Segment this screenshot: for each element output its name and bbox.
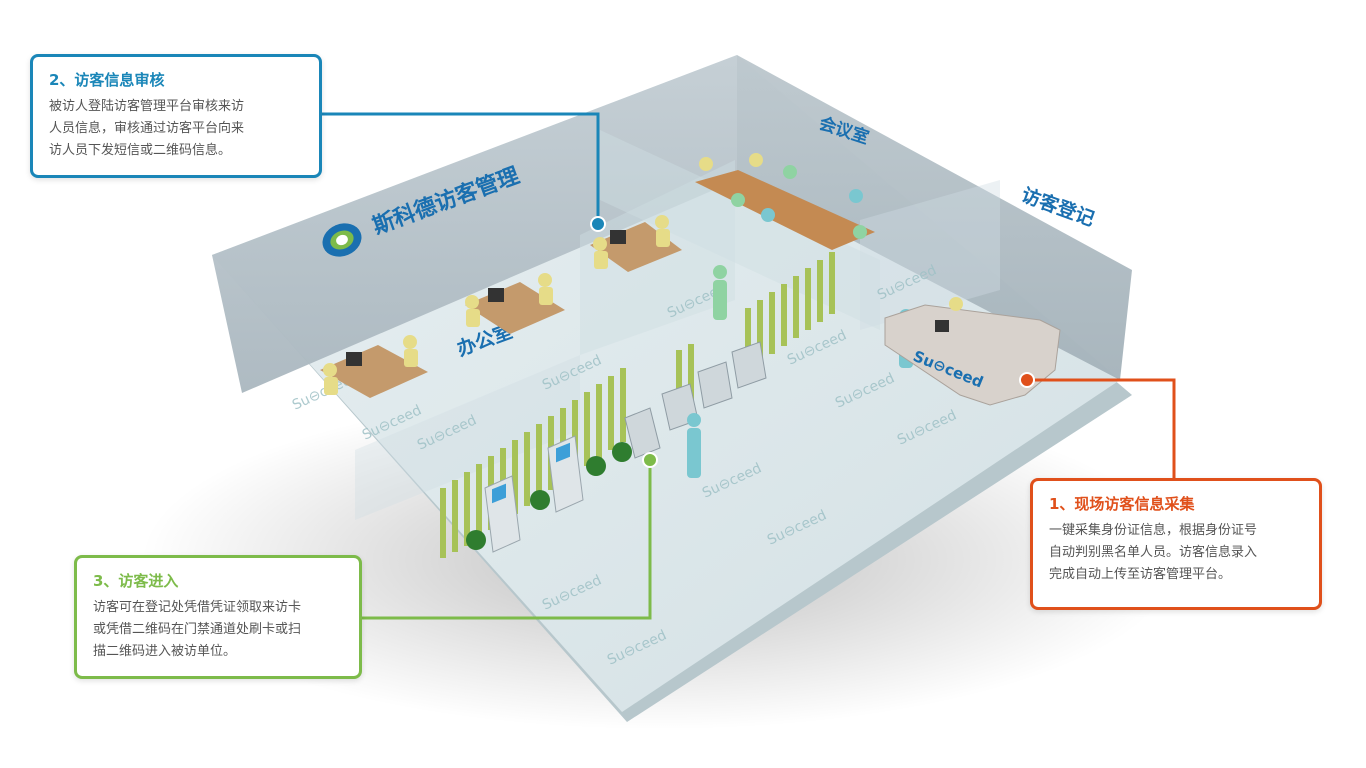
person-icon [761,208,775,222]
office-desk [320,335,428,398]
glass-partition-reg [860,180,1000,330]
callout-line: 完成自动上传至访客管理平台。 [1049,567,1232,582]
callout-enter-body: 访客可在登记处凭借凭证领取来访卡 或凭借二维码在门禁通道处刷卡或扫 描二维码进入… [93,597,343,663]
callout-line: 一键采集身份证信息，根据身份证号 [1049,523,1258,538]
person-icon [853,225,867,239]
connector-dot-audit [590,216,606,232]
callout-line: 被访人登陆访客管理平台审核来访 [49,99,245,114]
kiosk-icon [484,475,521,553]
bamboo-partition-back [676,252,835,410]
person-icon [593,237,607,251]
callout-enter: 3、访客进入 访客可在登记处凭借凭证领取来访卡 或凭借二维码在门禁通道处刷卡或扫… [74,555,362,679]
callout-collect-body: 一键采集身份证信息，根据身份证号 自动判别黑名单人员。访客信息录入 完成自动上传… [1049,520,1303,586]
connector-collect [1027,378,1176,478]
computer-icon [935,320,949,332]
person-icon [538,273,552,287]
connector-dot-enter [642,452,658,468]
callout-audit-title: 2、访客信息审核 [49,71,165,89]
callout-line: 自动判别黑名单人员。访客信息录入 [1049,545,1258,560]
callout-line: 描二维码进入被访单位。 [93,644,237,659]
office-desk [590,215,682,272]
left-wall [212,55,737,393]
callout-line: 或凭借二维码在门禁通道处刷卡或扫 [93,622,302,637]
person-icon [699,157,713,171]
visitor-person [687,413,701,478]
callout-line: 访客可在登记处凭借凭证领取来访卡 [93,600,302,615]
connector-dot-collect [1019,372,1035,388]
person-icon [323,363,337,377]
callout-line: 人员信息，审核通过访客平台向来 [49,121,245,136]
reception-desk: Su⊖ceed [884,297,1061,406]
plant-icon [466,442,632,550]
person-icon [403,335,417,349]
kiosk-icon [547,435,584,513]
office-desk [465,273,565,334]
person-icon [749,153,763,167]
glass-partition-front [355,355,580,520]
connector-audit [322,112,600,224]
callout-collect-title: 1、现场访客信息采集 [1049,495,1195,513]
callout-audit-body: 被访人登陆访客管理平台审核来访 人员信息，审核通过访客平台向来 访人员下发短信或… [49,96,303,162]
callout-collect: 1、现场访客信息采集 一键采集身份证信息，根据身份证号 自动判别黑名单人员。访客… [1030,478,1322,610]
person-icon [949,297,963,311]
person-icon [687,413,701,427]
callout-audit: 2、访客信息审核 被访人登陆访客管理平台审核来访 人员信息，审核通过访客平台向来… [30,54,322,178]
right-wall [737,55,1132,380]
person-icon [465,295,479,309]
person-icon [849,189,863,203]
callout-enter-title: 3、访客进入 [93,572,179,590]
visitor-person [713,265,727,320]
callout-line: 访人员下发短信或二维码信息。 [49,143,232,158]
brand-logo [322,223,362,257]
connector-enter [362,460,652,620]
meeting-table [695,153,875,250]
person-icon [655,215,669,229]
person-icon [713,265,727,279]
person-icon [783,165,797,179]
turnstile-icon [624,341,767,459]
person-icon [731,193,745,207]
